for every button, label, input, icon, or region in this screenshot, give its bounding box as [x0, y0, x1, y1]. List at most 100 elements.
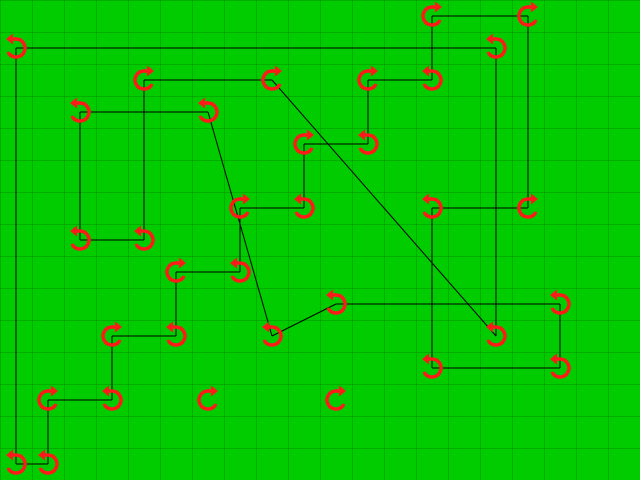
node-arrow-icon [262, 321, 269, 333]
node-ring [230, 261, 251, 283]
wire-n21-n25 [271, 303, 337, 337]
node-arrow-icon [179, 257, 186, 269]
wire-n6-n26 [271, 79, 497, 337]
rotate-node-n15[interactable] [422, 193, 443, 219]
rotate-node-n10[interactable] [198, 97, 219, 123]
rotate-node-n28[interactable] [550, 353, 571, 379]
node-arrow-icon [102, 385, 109, 397]
node-ring [357, 69, 378, 91]
rotate-node-n18[interactable] [134, 225, 155, 251]
node-ring [197, 389, 218, 411]
node-arrow-icon [435, 1, 442, 13]
node-arrow-icon [211, 385, 218, 397]
rotate-node-n4[interactable] [486, 33, 507, 59]
node-ring [102, 389, 123, 411]
rotate-node-n21[interactable] [326, 289, 347, 315]
node-ring [517, 5, 538, 27]
rotate-node-n2[interactable] [517, 1, 538, 27]
node-arrow-icon [198, 97, 205, 109]
node-ring [166, 325, 187, 347]
node-arrow-icon [51, 385, 58, 397]
node-arrow-icon [147, 65, 154, 77]
node-arrow-icon [294, 193, 301, 205]
node-arrow-icon [6, 33, 13, 45]
node-ring [422, 197, 443, 219]
node-arrow-icon [550, 353, 557, 365]
rotate-node-n34[interactable] [38, 449, 59, 475]
node-ring [6, 453, 27, 475]
node-arrow-icon [486, 33, 493, 45]
rotate-node-n7[interactable] [357, 65, 378, 91]
node-ring [134, 229, 155, 251]
node-ring [550, 357, 571, 379]
node-ring [229, 197, 250, 219]
rotate-node-n3[interactable] [6, 33, 27, 59]
rotate-node-n8[interactable] [422, 65, 443, 91]
node-arrow-icon [422, 193, 429, 205]
rotate-node-n24[interactable] [166, 321, 187, 347]
node-layer [6, 1, 571, 475]
node-ring [326, 293, 347, 315]
node-arrow-icon [6, 449, 13, 461]
rotate-node-n22[interactable] [550, 289, 571, 315]
rotate-node-n6[interactable] [261, 65, 282, 91]
rotate-node-n26[interactable] [486, 321, 507, 347]
node-arrow-icon [339, 385, 346, 397]
node-ring [294, 197, 315, 219]
rotate-node-n29[interactable] [37, 385, 58, 411]
node-ring [325, 389, 346, 411]
wire-layer [15, 15, 561, 465]
rotate-node-n12[interactable] [358, 129, 379, 155]
rotate-node-n32[interactable] [325, 385, 346, 411]
rotate-node-n20[interactable] [230, 257, 251, 283]
rotate-node-n1[interactable] [421, 1, 442, 27]
node-ring [422, 357, 443, 379]
node-ring [262, 325, 283, 347]
node-arrow-icon [115, 321, 122, 333]
node-ring [550, 293, 571, 315]
node-ring [101, 325, 122, 347]
node-ring [486, 37, 507, 59]
node-ring [486, 325, 507, 347]
node-arrow-icon [358, 129, 365, 141]
node-arrow-icon [70, 97, 77, 109]
node-ring [70, 101, 91, 123]
node-arrow-icon [422, 65, 429, 77]
rotate-node-n5[interactable] [133, 65, 154, 91]
rotate-node-n11[interactable] [293, 129, 314, 155]
rotate-node-n31[interactable] [197, 385, 218, 411]
node-arrow-icon [422, 353, 429, 365]
rotate-node-n33[interactable] [6, 449, 27, 475]
rotate-node-n14[interactable] [294, 193, 315, 219]
node-ring [37, 389, 58, 411]
node-ring [38, 453, 59, 475]
node-arrow-icon [371, 65, 378, 77]
rotate-node-n23[interactable] [101, 321, 122, 347]
node-arrow-icon [307, 129, 314, 141]
rotate-node-n27[interactable] [422, 353, 443, 379]
rotate-node-n9[interactable] [70, 97, 91, 123]
node-arrow-icon [275, 65, 282, 77]
node-ring [261, 69, 282, 91]
node-arrow-icon [134, 225, 141, 237]
rotate-node-n19[interactable] [165, 257, 186, 283]
node-ring [6, 37, 27, 59]
node-ring [293, 133, 314, 155]
rotate-node-n30[interactable] [102, 385, 123, 411]
node-arrow-icon [70, 225, 77, 237]
rotate-node-n13[interactable] [229, 193, 250, 219]
rotate-node-n25[interactable] [262, 321, 283, 347]
node-ring [198, 101, 219, 123]
node-ring [358, 133, 379, 155]
node-ring [70, 229, 91, 251]
node-arrow-icon [550, 289, 557, 301]
node-ring [422, 69, 443, 91]
node-ring [133, 69, 154, 91]
node-arrow-icon [38, 449, 45, 461]
rotate-node-n16[interactable] [517, 193, 538, 219]
node-arrow-icon [486, 321, 493, 333]
node-ring [165, 261, 186, 283]
rotate-node-n17[interactable] [70, 225, 91, 251]
